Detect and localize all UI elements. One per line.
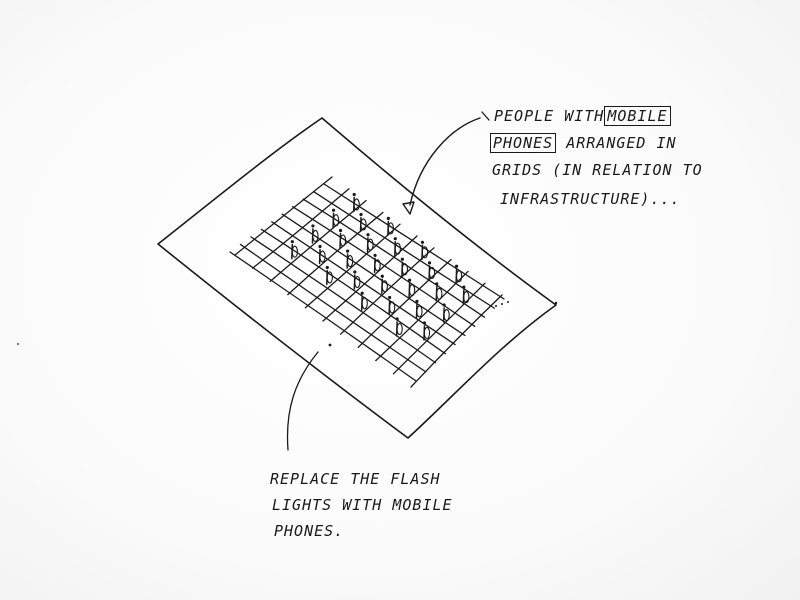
grid-lines — [229, 176, 505, 388]
annotation-top-line4: INFRASTRUCTURE)... — [500, 192, 681, 207]
grid-line — [392, 282, 486, 375]
person-with-phone — [386, 216, 394, 237]
arrow-top-tick — [481, 111, 490, 121]
person-with-phone — [352, 192, 360, 213]
grid-line — [287, 211, 384, 296]
person-with-phone — [366, 233, 374, 253]
annotation-top-line1-prefix: PEOPLE WITH — [494, 107, 605, 125]
arrow-top — [409, 117, 481, 206]
annotation-bottom-line3-text: PHONES. — [274, 522, 345, 540]
person-with-phone — [395, 317, 403, 337]
person-with-phone — [380, 274, 388, 294]
arrow-top-head — [402, 201, 415, 215]
person-with-phone — [290, 240, 298, 260]
person-with-phone — [311, 224, 319, 244]
grid-line — [312, 190, 495, 309]
grid-line — [322, 235, 418, 322]
annotation-bottom-line2: LIGHTS WITH MOBILE — [272, 498, 453, 513]
annotation-top-line3-text: GRIDS (IN RELATION TO — [492, 161, 703, 179]
person-with-phone — [427, 261, 436, 281]
grid-line — [410, 294, 503, 388]
annotation-bottom-line1: REPLACE THE FLASH — [270, 472, 441, 487]
leader-bottom — [286, 351, 319, 451]
person-with-phone — [373, 253, 381, 274]
person-with-phone — [462, 285, 470, 305]
person-with-phone — [435, 282, 443, 302]
person-with-phone — [331, 208, 340, 228]
person-with-phone — [393, 237, 401, 257]
grid-line — [251, 188, 350, 269]
annotation-top-boxed-phones: PHONES — [490, 133, 557, 153]
annotation-bottom-line1-text: REPLACE THE FLASH — [270, 470, 441, 488]
grid-line — [357, 258, 452, 349]
grid-line — [323, 183, 505, 300]
person-with-phone — [360, 291, 368, 311]
person-with-phone — [353, 270, 361, 290]
annotation-top-boxed-mobile: MOBILE — [604, 106, 671, 126]
person-with-phone — [400, 257, 409, 278]
person-with-phone — [346, 249, 354, 269]
person-with-phone — [442, 303, 450, 323]
annotation-bottom-line2-text: LIGHTS WITH MOBILE — [272, 496, 453, 514]
person-with-phone — [388, 295, 396, 316]
person-with-phone — [407, 278, 416, 298]
person-with-phone — [454, 264, 463, 284]
annotation-bottom-line3: PHONES. — [274, 524, 344, 539]
person-with-phone — [338, 228, 347, 249]
grid-line — [234, 176, 333, 256]
annotation-top-line2: PHONES ARRANGED IN — [490, 133, 677, 153]
trailing-dots — [17, 301, 558, 347]
grid-line — [260, 228, 446, 355]
grid-line — [229, 251, 417, 382]
sheet-outline — [157, 117, 557, 439]
people-figures — [290, 192, 470, 341]
person-with-phone — [420, 240, 429, 261]
person-with-phone — [359, 212, 367, 233]
person-with-phone — [318, 244, 326, 265]
annotation-top-line4-text: INFRASTRUCTURE)... — [500, 190, 681, 208]
person-with-phone — [415, 299, 423, 320]
person-with-phone — [422, 321, 431, 341]
annotation-top-line3: GRIDS (IN RELATION TO — [492, 163, 703, 178]
person-with-phone — [325, 265, 333, 286]
grid-line — [271, 221, 456, 346]
annotation-top-line2-suffix: ARRANGED IN — [566, 134, 677, 152]
grid-line — [269, 199, 367, 283]
